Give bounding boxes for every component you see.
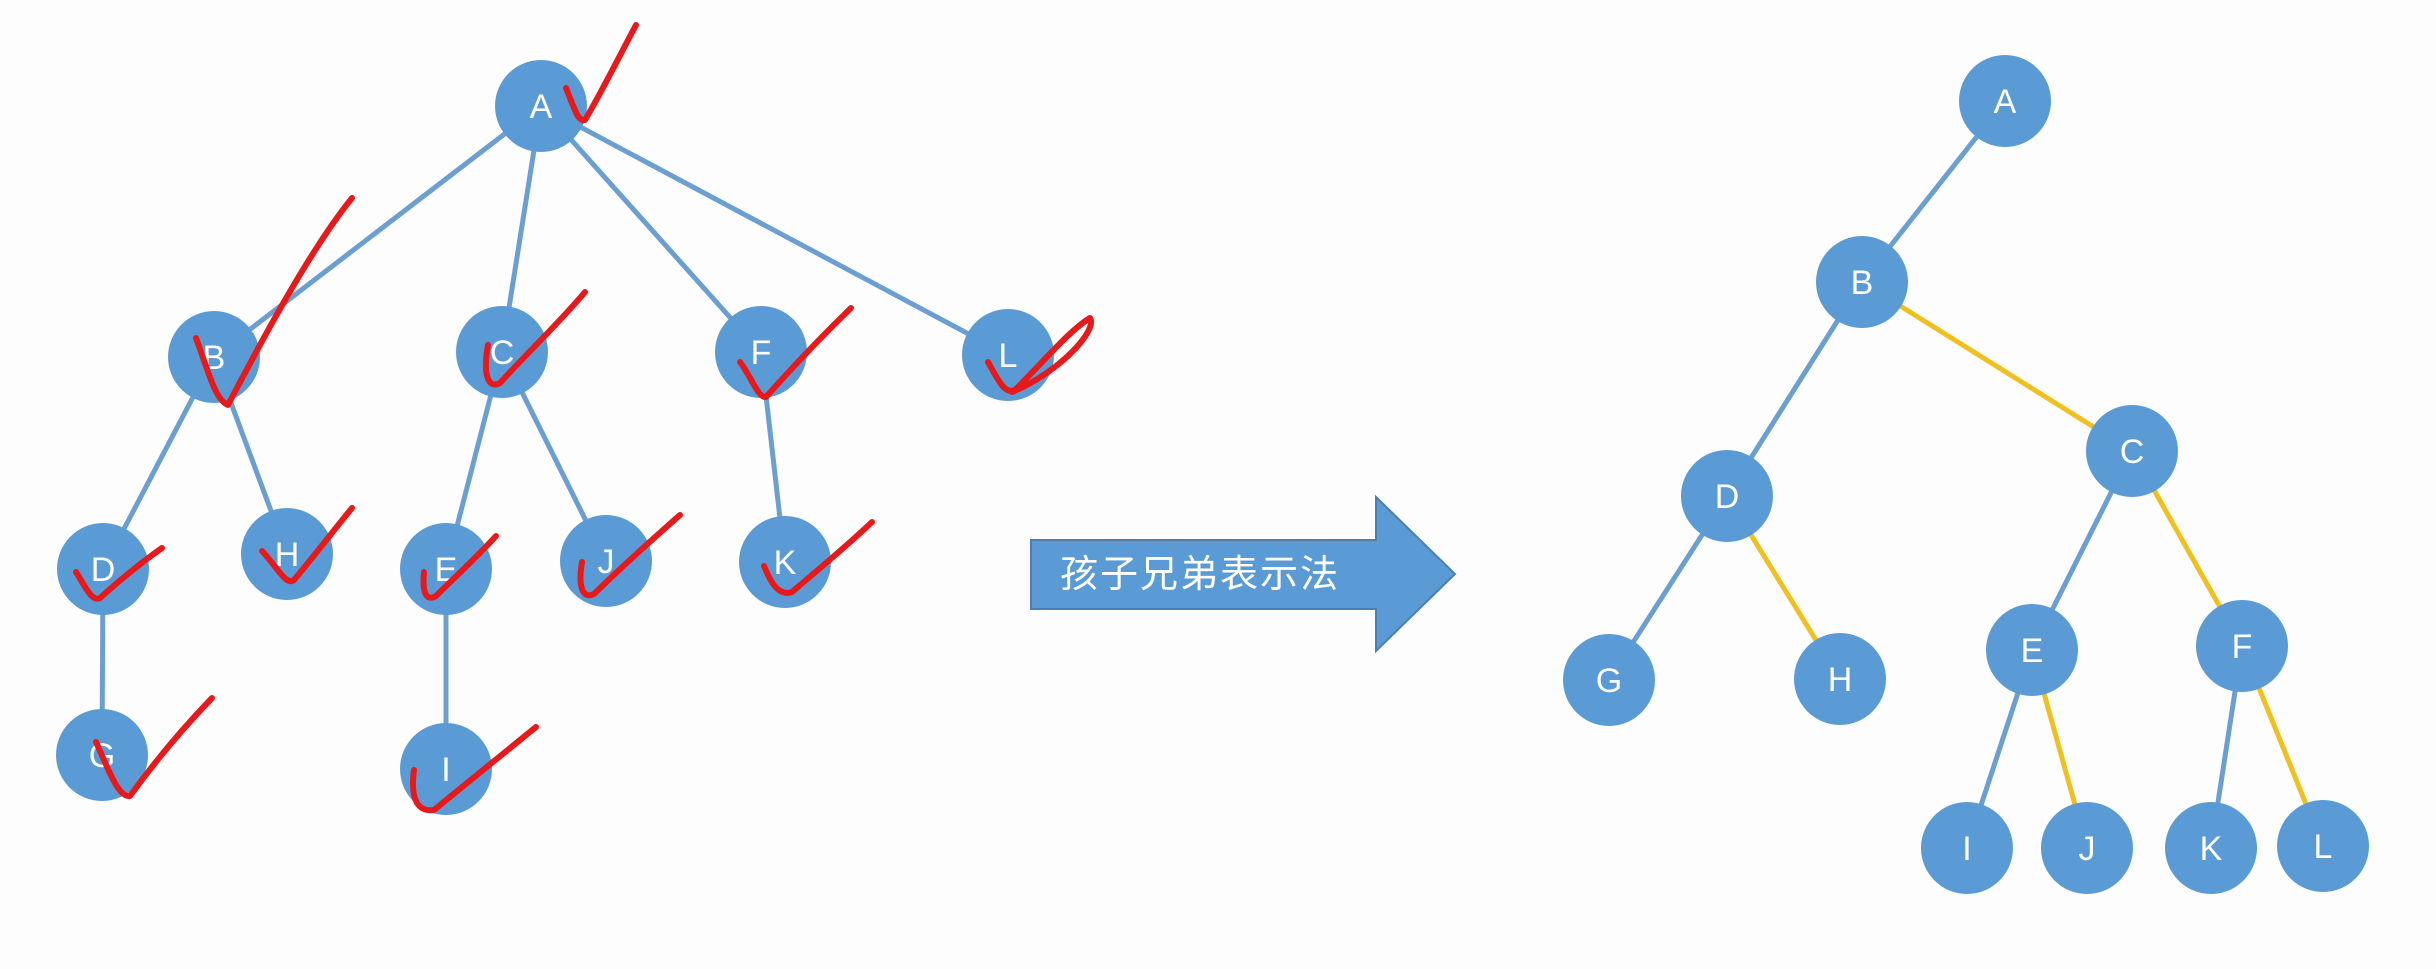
right-node-d: D	[1681, 450, 1773, 542]
left-node-circle	[241, 508, 333, 600]
right-node-label: K	[2200, 830, 2223, 868]
left-node-d: D	[57, 523, 149, 615]
right-node-l: L	[2277, 800, 2369, 892]
right-node-g: G	[1563, 634, 1655, 726]
right-node-circle	[1681, 450, 1773, 542]
check-mark-l	[985, 315, 1095, 395]
check-mark-a	[563, 22, 639, 124]
left-node-h: H	[241, 508, 333, 600]
right-sibling-edge-b-c	[1859, 279, 2135, 454]
left-node-e: E	[400, 523, 492, 615]
right-node-label: F	[2232, 628, 2253, 666]
left-node-circle	[456, 306, 548, 398]
left-node-label: L	[999, 337, 1018, 375]
right-node-f: F	[2196, 600, 2288, 692]
left-node-label: F	[751, 334, 772, 372]
left-edge-a-f	[538, 103, 764, 355]
right-node-h: H	[1794, 633, 1886, 725]
right-node-circle	[2086, 405, 2178, 497]
right-node-label: G	[1596, 662, 1622, 700]
check-mark-annotations	[73, 22, 1095, 814]
check-mark-k	[761, 519, 875, 596]
right-node-label: J	[2079, 830, 2096, 868]
right-node-e: E	[1986, 604, 2078, 696]
left-node-label: A	[530, 88, 553, 126]
right-node-label: E	[2021, 632, 2044, 670]
check-mark-h	[259, 505, 355, 585]
left-node-circle	[495, 60, 587, 152]
right-node-circle	[2165, 802, 2257, 894]
check-mark-g	[93, 695, 215, 799]
right-node-label: D	[1715, 478, 1740, 516]
left-node-circle	[57, 523, 149, 615]
right-node-label: L	[2314, 828, 2333, 866]
left-node-c: C	[456, 306, 548, 398]
left-node-label: I	[441, 751, 450, 789]
right-node-circle	[1794, 633, 1886, 725]
check-mark-j	[577, 512, 683, 599]
left-node-label: J	[598, 543, 615, 581]
arrow-shape	[1030, 494, 1457, 654]
check-mark-c	[482, 289, 588, 388]
left-edge-a-b	[211, 103, 544, 360]
left-node-label: K	[774, 544, 797, 582]
transform-arrow: 孩子兄弟表示法	[1030, 494, 1457, 654]
right-node-circle	[1986, 604, 2078, 696]
left-node-circle	[400, 723, 492, 815]
left-node-a: A	[495, 60, 587, 152]
right-tree-nodes: A B C D G H E F I J K L	[1563, 55, 2369, 894]
arrow-label: 孩子兄弟表示法	[1060, 554, 1340, 596]
right-node-circle	[2041, 802, 2133, 894]
right-node-label: A	[1994, 83, 2017, 121]
left-node-circle	[168, 311, 260, 403]
right-node-label: B	[1851, 264, 1874, 302]
right-node-circle	[1959, 55, 2051, 147]
right-node-b: B	[1816, 236, 1908, 328]
right-node-j: J	[2041, 802, 2133, 894]
check-mark-i	[410, 724, 539, 814]
left-node-label: C	[490, 334, 515, 372]
right-node-c: C	[2086, 405, 2178, 497]
right-node-label: I	[1962, 830, 1971, 868]
right-node-circle	[1563, 634, 1655, 726]
right-node-a: A	[1959, 55, 2051, 147]
left-tree-edges	[99, 103, 1011, 772]
left-node-j: J	[560, 515, 652, 607]
right-node-k: K	[2165, 802, 2257, 894]
right-node-circle	[2196, 600, 2288, 692]
left-node-k: K	[739, 516, 831, 608]
right-node-label: C	[2120, 433, 2145, 471]
left-edge-a-l	[538, 103, 1011, 358]
check-mark-f	[737, 305, 854, 400]
check-mark-d	[73, 545, 165, 602]
left-node-f: F	[715, 306, 807, 398]
right-node-circle	[1816, 236, 1908, 328]
left-node-i: I	[400, 723, 492, 815]
right-node-i: I	[1921, 802, 2013, 894]
right-node-circle	[2277, 800, 2369, 892]
left-node-circle	[739, 516, 831, 608]
check-mark-e	[420, 533, 499, 601]
left-node-l: L	[962, 309, 1054, 401]
right-node-circle	[1921, 802, 2013, 894]
right-node-label: H	[1828, 661, 1853, 699]
check-mark-b	[193, 195, 355, 408]
left-node-label: D	[91, 551, 116, 589]
left-node-circle	[962, 309, 1054, 401]
